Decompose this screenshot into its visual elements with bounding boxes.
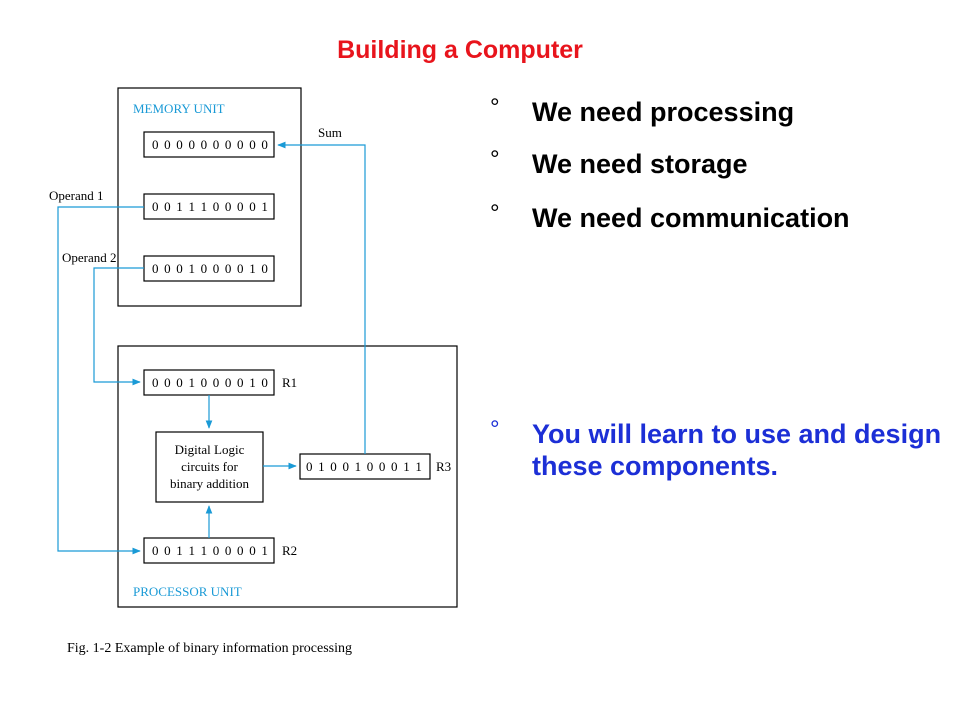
logic-circuit-box [155,431,264,503]
logic-circuit-line-3: binary addition [170,476,250,491]
bullet-mark: ° [490,146,500,173]
logic-circuit-line-2: circuits for [181,459,238,474]
bullet-text: We need storage [532,149,748,179]
register-r1-label: R1 [282,375,297,390]
memory-register-1-value: 0 0 1 1 1 0 0 0 0 1 [152,199,269,214]
memory-register-0 [143,131,275,158]
bullet-mark: ° [490,416,500,443]
logic-circuit-line-1: Digital Logic [175,442,245,457]
sum-wire [277,141,366,454]
bullet-mark: ° [490,200,500,227]
bullet-mark: ° [490,94,500,121]
processor-unit-box [117,345,458,608]
memory-unit-label: MEMORY UNIT [133,101,225,116]
bullet-text: We need processing [532,97,795,127]
register-r2-label: R2 [282,543,297,558]
register-r2-value: 0 0 1 1 1 0 0 0 0 1 [152,543,269,558]
sum-label: Sum [318,125,342,140]
operand-2-label: Operand 2 [62,250,117,265]
operand-1-wire [57,206,144,555]
memory-unit-box [117,87,302,307]
register-r3-label: R3 [436,459,451,474]
memory-register-2-value: 0 0 0 1 0 0 0 0 1 0 [152,261,269,276]
operand-1-label: Operand 1 [49,188,104,203]
slide-title: Building a Computer [337,36,583,64]
figure-caption: Fig. 1-2 Example of binary information p… [67,641,352,656]
processor-unit-label: PROCESSOR UNIT [133,584,242,599]
memory-register-0-value: 0 0 0 0 0 0 0 0 0 0 [152,137,269,152]
register-r3-value: 0 1 0 0 1 0 0 0 1 1 [306,459,423,474]
register-r1-value: 0 0 0 1 0 0 0 0 1 0 [152,375,269,390]
bullet-text: We need communication [532,203,850,233]
bullet-text: You will learn to use and design these c… [532,419,942,481]
operand-2-wire [93,267,144,386]
